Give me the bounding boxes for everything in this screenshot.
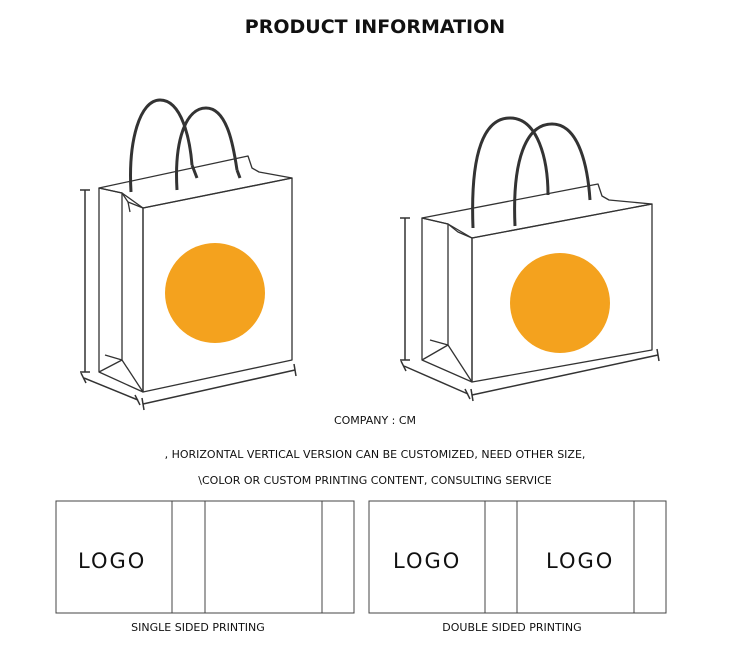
double-logo-right: LOGO: [546, 549, 615, 573]
page-title: PRODUCT INFORMATION: [244, 16, 506, 38]
vertical-bag: [80, 98, 297, 411]
double-logo-left: LOGO: [393, 549, 462, 573]
company-line: COMPANY : CM: [333, 414, 417, 427]
single-logo: LOGO: [78, 549, 147, 573]
custom-note-line2: \COLOR OR CUSTOM PRINTING CONTENT, CONSU…: [198, 474, 552, 487]
horizontal-bag: [400, 116, 660, 402]
logo-circle-left: [165, 243, 265, 343]
logo-circle-right: [510, 253, 610, 353]
single-sided-caption: SINGLE SIDED PRINTING: [131, 621, 265, 634]
single-sided-layout: [55, 500, 355, 614]
double-sided-caption: DOUBLE SIDED PRINTING: [442, 621, 582, 634]
custom-note-line1: , HORIZONTAL VERTICAL VERSION CAN BE CUS…: [164, 448, 586, 461]
double-sided-layout: [368, 500, 667, 614]
